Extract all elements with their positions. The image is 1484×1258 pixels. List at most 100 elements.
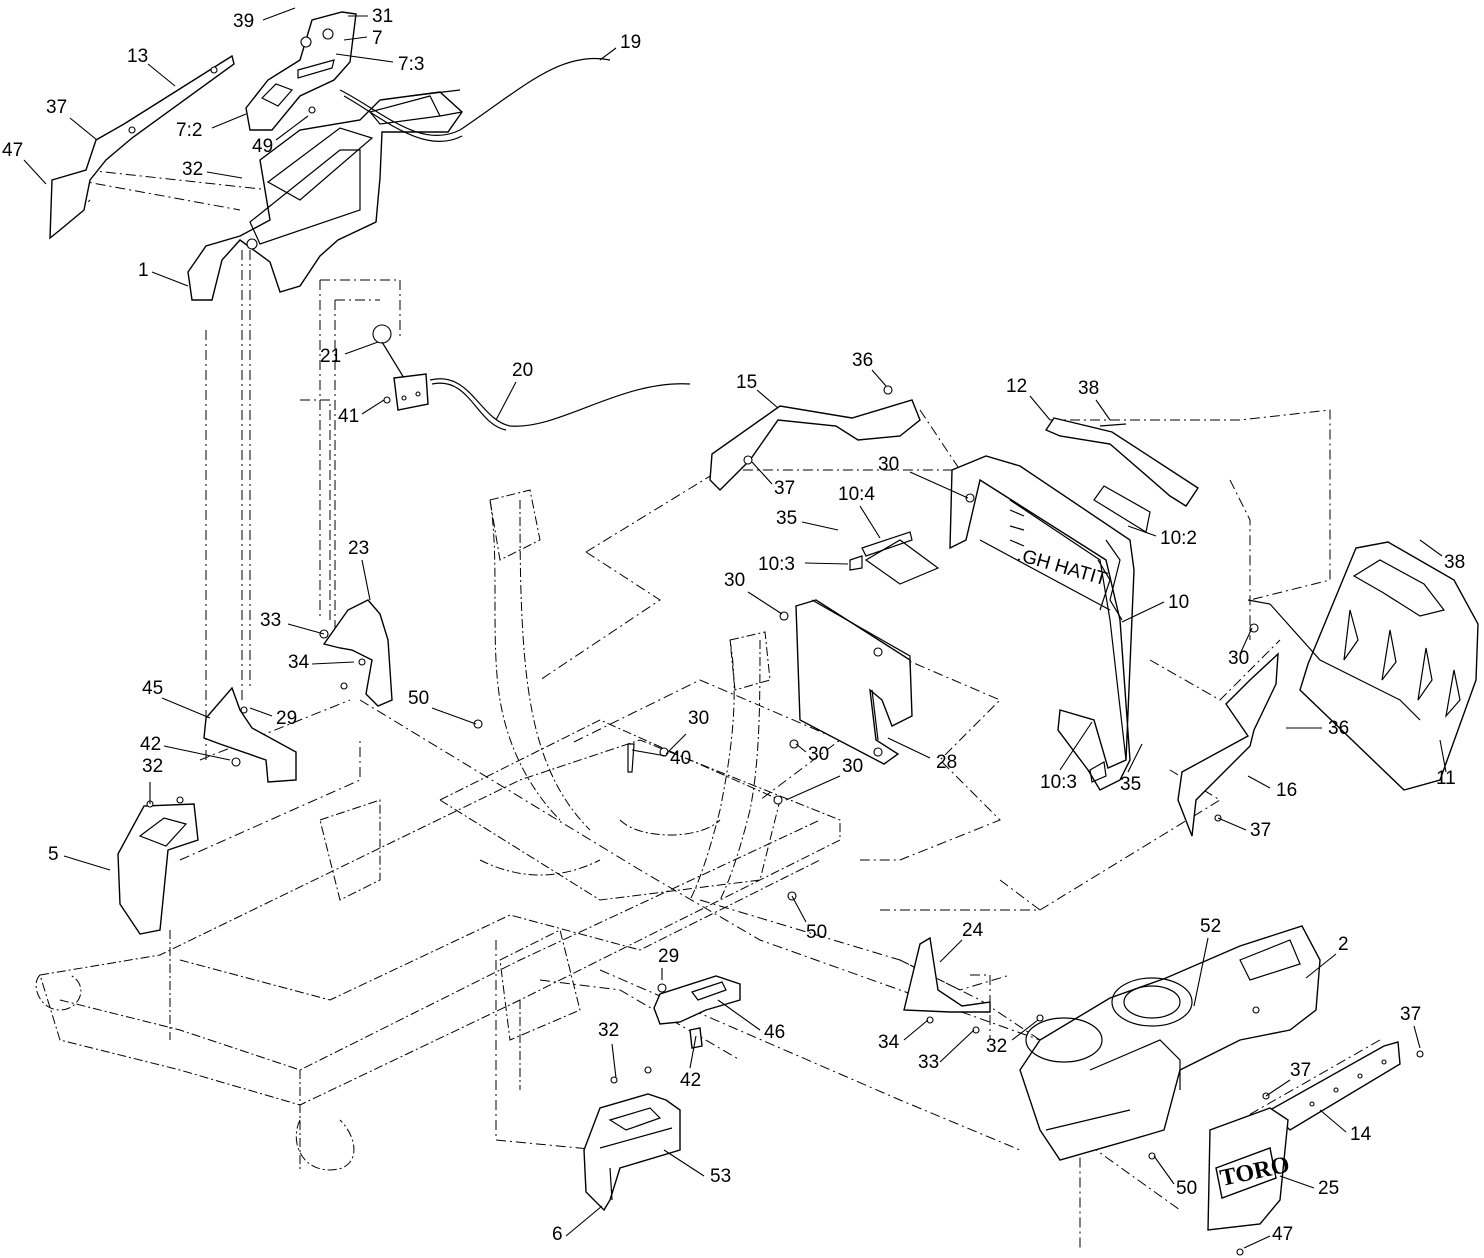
leader-line-c53: [663, 1149, 705, 1177]
callout-c41: 41: [338, 406, 359, 427]
leader-line-c20: [495, 381, 517, 421]
callout-c34a: 34: [288, 652, 310, 673]
leader-line-c24: [939, 939, 963, 963]
part-23-bracket: [319, 599, 393, 707]
callout-c12: 12: [1006, 376, 1027, 397]
leader-line-c7: [343, 36, 368, 41]
leader-line-c50c: [1153, 1155, 1175, 1185]
callout-c5: 5: [48, 844, 59, 865]
leader-line-c10_2: [1127, 525, 1157, 537]
callout-c10_4: 10:4: [838, 484, 875, 505]
leader-line-c34a: [311, 661, 355, 665]
callout-c35a: 35: [776, 508, 797, 529]
leader-line-c46: [717, 999, 761, 1031]
leader-line-c7_2: [211, 113, 247, 129]
part-24-bracket: [903, 936, 991, 1034]
leader-line-c10: [1121, 601, 1165, 623]
callout-c2: 2: [1338, 934, 1349, 955]
leader-line-c10_3a: [804, 562, 849, 565]
leader-line-c30f: [785, 775, 841, 801]
leader-line-c47b: [1243, 1235, 1271, 1249]
leader-line-c25: [1279, 1175, 1315, 1189]
callout-c25: 25: [1318, 1178, 1339, 1199]
callout-c11: 11: [1436, 768, 1456, 789]
part-10-seat-pan: .GH HATIT: [849, 455, 1151, 791]
callout-c30d: 30: [688, 708, 709, 729]
callout-c10_3a: 10:3: [758, 554, 795, 575]
leader-line-c38b: [1419, 539, 1443, 557]
callout-c37b: 37: [774, 478, 795, 499]
callout-c32b: 32: [142, 756, 163, 777]
leader-line-c42b: [689, 1035, 697, 1069]
callout-c6: 6: [552, 1224, 563, 1245]
callout-c52: 52: [1200, 916, 1221, 937]
leader-line-c11: [1439, 739, 1447, 773]
part-46-bracket: [653, 975, 741, 1049]
leader-line-c13: [147, 63, 176, 87]
leader-line-c21: [344, 341, 379, 355]
callout-c7_2: 7:2: [176, 120, 202, 141]
leader-line-c30b: [747, 591, 783, 615]
leader-line-c29a: [249, 707, 273, 717]
leader-line-c49: [275, 115, 309, 141]
callout-c50a: 50: [408, 688, 429, 709]
part-21-knob-lever: [372, 324, 429, 411]
leader-line-c45: [161, 697, 211, 719]
callout-c30e: 30: [808, 744, 829, 765]
callout-c14: 14: [1350, 1124, 1372, 1145]
callout-c32c: 32: [986, 1036, 1007, 1057]
chassis-frame: [35, 489, 841, 1171]
leader-line-c5: [63, 855, 111, 871]
callout-c42b: 42: [680, 1070, 701, 1091]
callout-c13: 13: [127, 46, 148, 67]
leader-line-c19: [599, 47, 617, 61]
callout-c38b: 38: [1444, 552, 1465, 573]
callout-c38a: 38: [1078, 378, 1099, 399]
callout-c53: 53: [710, 1166, 731, 1187]
leader-line-c32d: [611, 1043, 617, 1079]
part-25-toro-plate: TORO: [1207, 1092, 1292, 1256]
leader-line-c32a: [206, 171, 243, 179]
leader-line-c35a: [801, 521, 839, 531]
callout-c21: 21: [320, 346, 341, 367]
leader-line-c37d: [1413, 1025, 1421, 1049]
leader-line-c16: [1247, 775, 1271, 789]
callout-c15: 15: [736, 372, 757, 393]
callout-c10_2: 10:2: [1160, 528, 1197, 549]
callout-c30c: 30: [1228, 648, 1249, 669]
part-11-seat-support: [1247, 541, 1479, 791]
leader-line-c28: [887, 737, 931, 759]
assembly-guide-lines: [59, 169, 1381, 1250]
part-12-bracket: [1044, 417, 1199, 507]
callout-c33a: 33: [260, 610, 281, 631]
leader-line-c41: [361, 399, 385, 415]
callout-c36b: 36: [1328, 718, 1349, 739]
leader-line-c35b: [1127, 743, 1143, 773]
leader-line-c23: [361, 559, 371, 601]
callout-c49: 49: [252, 136, 273, 157]
part-2-lower-console: [1019, 925, 1321, 1161]
callout-c47b: 47: [1272, 1224, 1293, 1245]
callout-c46: 46: [764, 1022, 785, 1043]
callout-c20: 20: [512, 360, 533, 381]
callout-c29a: 29: [276, 708, 297, 729]
callout-c37c: 37: [1250, 820, 1271, 841]
part-28-side-plates: [773, 599, 913, 805]
callout-c45: 45: [142, 678, 163, 699]
leader-line-c12: [1029, 395, 1051, 421]
callout-c32d: 32: [598, 1020, 619, 1041]
callout-c7_3: 7:3: [398, 54, 424, 75]
part-45-bracket: [203, 686, 297, 783]
callout-c35b: 35: [1120, 774, 1141, 795]
part-13-bracket: [49, 54, 235, 240]
callout-c1: 1: [138, 260, 149, 281]
leader-line-c33b: [939, 1029, 975, 1063]
callout-c19: 19: [620, 32, 641, 53]
leader-line-c30e: [795, 743, 807, 753]
leader-line-c30d: [665, 733, 687, 755]
callout-c30a: 30: [878, 454, 899, 475]
leader-line-c36a: [871, 369, 887, 387]
callout-c42a: 42: [140, 734, 161, 755]
callout-c10_3b: 10:3: [1040, 772, 1077, 793]
